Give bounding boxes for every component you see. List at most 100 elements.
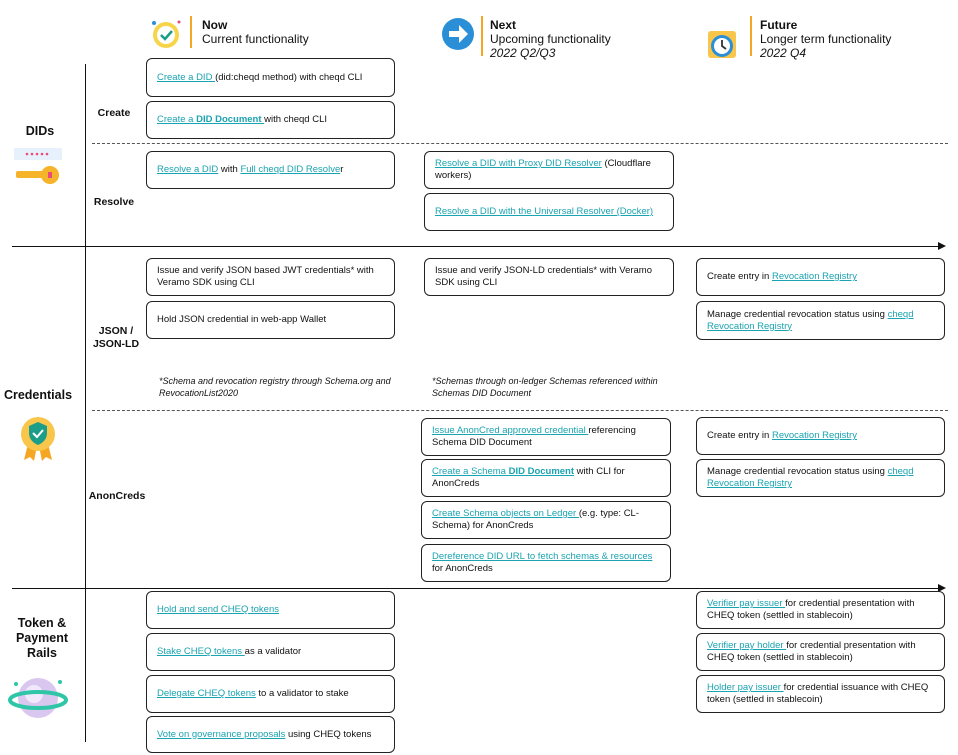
create-did-text: (did:cheqd method) with cheqd CLI [215,71,363,83]
revocation-manage-text: Manage credential revocation status usin… [707,308,888,320]
box-verifier-pay-holder: Verifier pay holder for credential prese… [696,633,945,671]
future-icon [705,26,741,62]
column-future-title: Future [760,18,798,32]
revocation-registry-anoncreds-link[interactable]: Revocation Registry [771,430,857,441]
column-next-header: Next Upcoming functionality 2022 Q2/Q3 [490,18,611,60]
did-document-link[interactable]: DID Document [196,114,265,125]
credentials-arrow-line [12,588,940,589]
box-revocation-entry-json: Create entry in Revocation Registry [696,258,945,296]
dids-arrowhead [938,242,946,250]
box-jwt-credentials: Issue and verify JSON based JWT credenti… [146,258,395,296]
revocation-entry-anoncreds-text: Create entry in [707,430,772,441]
box-revocation-manage-json: Manage credential revocation status usin… [696,301,945,340]
jwt-credentials-text: Issue and verify JSON based JWT credenti… [157,265,374,288]
subcategory-create: Create [97,107,131,119]
box-verifier-pay-issuer: Verifier pay issuer for credential prese… [696,591,945,629]
now-icon [148,16,184,52]
box-create-did: Create a DID (did:cheqd method) with che… [146,58,395,97]
category-dids: DIDs [25,124,55,138]
column-future-subtitle: Longer term functionality [760,32,892,46]
revocation-manage-anoncreds-text: Manage credential revocation status usin… [707,466,888,477]
stake-cheq-link[interactable]: Stake CHEQ tokens [157,646,245,657]
dereference-text: for AnonCreds [432,563,493,574]
stake-cheq-text: as a validator [244,646,302,657]
delegate-cheq-link[interactable]: Delegate CHEQ tokens [157,688,256,699]
now-divider [190,16,192,48]
revocation-entry-text: Create entry in [707,271,772,282]
column-next-title: Next [490,18,517,32]
box-resolve-universal: Resolve a DID with the Universal Resolve… [424,193,674,231]
column-now-subtitle: Current functionality [202,32,309,46]
resolve-proxy-text: (Cloudflare workers) [435,158,651,181]
column-next-subtitle: Upcoming functionality [490,32,611,46]
shield-medal-icon [18,414,58,462]
schema-did-document-link[interactable]: DID Document [508,466,575,477]
dereference-link[interactable]: Dereference DID URL to fetch schemas & r… [432,551,653,562]
resolve-did-link[interactable]: Resolve a DID [157,164,219,175]
next-divider [481,16,483,56]
delegate-cheq-text: to a validator to stake [255,688,349,699]
box-issue-anoncred: Issue AnonCred approved credential refer… [421,418,671,456]
vertical-axis-line [85,64,86,742]
resolve-did-tail-text: r [340,164,344,175]
vote-governance-link[interactable]: Vote on governance proposals [157,728,286,740]
vote-governance-text: using CHEQ tokens [285,728,372,740]
holder-pay-issuer-text: for credential issuance with CHEQ token … [707,682,929,705]
dids-arrow-line [12,246,940,247]
box-hold-json: Hold JSON credential in web-app Wallet [146,301,395,339]
verifier-pay-holder-text: for credential presentation with CHEQ to… [707,640,916,663]
box-resolve-did: Resolve a DID with Full cheqd DID Resolv… [146,151,395,189]
token-orbit-icon [8,672,68,724]
box-stake-cheq: Stake CHEQ tokens as a validator [146,633,395,671]
column-next-timeframe: 2022 Q2/Q3 [490,46,556,60]
category-credentials: Credentials [3,388,73,402]
resolve-universal-link[interactable]: Resolve a DID with the Universal Resolve… [435,206,654,217]
column-now-title: Now [202,18,228,32]
create-did-link[interactable]: Create a DID [157,71,216,83]
note-now: *Schema and revocation registry through … [159,376,391,398]
note-next: *Schemas through on-ledger Schemas refer… [432,376,658,398]
key-icon [14,148,62,190]
issue-anoncred-link[interactable]: Issue AnonCred approved credential [432,425,589,436]
resolve-proxy-link[interactable]: Resolve a DID with Proxy DID Resolver [435,158,602,169]
holder-pay-issuer-link[interactable]: Holder pay issuer [707,682,784,693]
dids-divider [92,143,948,144]
column-now-header: Now Current functionality [202,18,309,46]
issue-anoncred-text: referencing Schema DID Document [432,425,636,448]
create-did-document-text: with cheqd CLI [264,114,328,125]
box-vote-governance: Vote on governance proposals using CHEQ … [146,716,395,753]
box-hold-send-cheq: Hold and send CHEQ tokens [146,591,395,629]
subcategory-anoncreds: AnonCreds [88,490,146,502]
future-divider [750,16,752,56]
create-schema-link[interactable]: Create a Schema [432,466,509,477]
box-create-schema-doc: Create a Schema DID Document with CLI fo… [421,459,671,497]
box-revocation-entry-anoncreds: Create entry in Revocation Registry [696,417,945,455]
jsonld-credentials-text: Issue and verify JSON-LD credentials* wi… [435,265,653,288]
box-dereference-did-url: Dereference DID URL to fetch schemas & r… [421,544,671,582]
next-icon [440,16,476,52]
revocation-registry-link[interactable]: Revocation Registry [771,271,857,282]
verifier-pay-issuer-link[interactable]: Verifier pay issuer [707,598,786,609]
hold-json-text: Hold JSON credential in web-app Wallet [157,314,327,325]
box-delegate-cheq: Delegate CHEQ tokens to a validator to s… [146,675,395,713]
full-cheqd-resolver-link[interactable]: Full cheqd DID Resolve [240,164,341,175]
cheqd-revocation-registry-link[interactable]: cheqd Revocation Registry [707,308,914,332]
create-schema-text: with CLI for AnonCreds [432,466,625,489]
box-create-did-document: Create a DID Document with cheqd CLI [146,101,395,139]
column-future-timeframe: 2022 Q4 [760,46,807,60]
category-token: Token & Payment Rails [15,616,69,660]
create-did-document-link[interactable]: Create a [157,114,197,125]
subcategory-resolve: Resolve [93,196,135,208]
column-future-header: Future Longer term functionality 2022 Q4 [760,18,891,60]
verifier-pay-holder-link[interactable]: Verifier pay holder [707,640,787,651]
box-schema-objects: Create Schema objects on Ledger (e.g. ty… [421,501,671,539]
cheqd-revocation-registry-anoncreds-link[interactable]: cheqd Revocation Registry [707,466,914,489]
hold-send-cheq-link[interactable]: Hold and send CHEQ tokens [157,604,279,615]
box-resolve-proxy: Resolve a DID with Proxy DID Resolver (C… [424,151,674,189]
box-jsonld-credentials: Issue and verify JSON-LD credentials* wi… [424,258,674,296]
resolve-did-with-text: with [218,164,241,175]
schema-objects-text: (e.g. type: CL-Schema) for AnonCreds [432,508,640,531]
verifier-pay-issuer-text: for credential presentation with CHEQ to… [707,598,915,621]
schema-objects-link[interactable]: Create Schema objects on Ledger [432,508,579,519]
box-revocation-manage-anoncreds: Manage credential revocation status usin… [696,459,945,497]
